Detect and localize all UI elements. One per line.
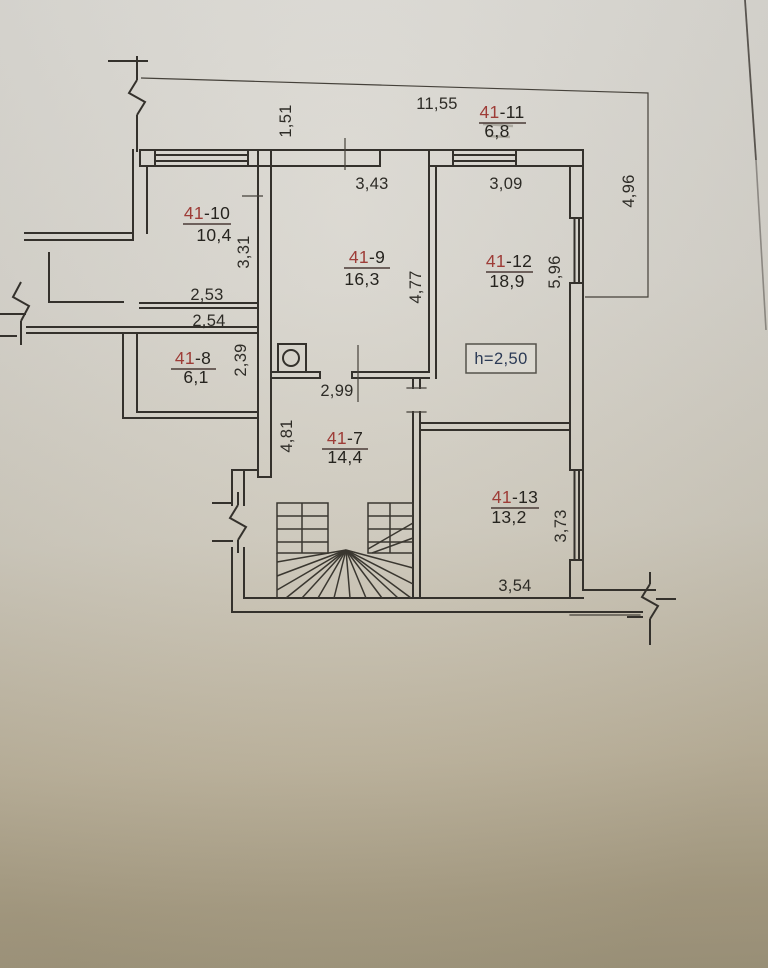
dim-r9-side: 4,77 — [407, 270, 425, 303]
height-note-box: h=2,50 — [465, 343, 537, 374]
stair-flight-right — [367, 502, 414, 554]
dim-r12-top: 3,09 — [489, 175, 522, 193]
dim-balcony-side: 4,96 — [620, 174, 638, 207]
stair-flight-left — [276, 502, 329, 554]
dimension-labels: 1,51 11,55 3,43 3,09 4,96 3,31 4,77 5,96… — [190, 95, 638, 595]
balcony-outline — [140, 77, 649, 298]
room-label-41-9: 41-9 — [349, 247, 385, 267]
room-label-41-10: 41-10 — [184, 203, 230, 223]
dim-r13-bottom: 3,54 — [498, 577, 531, 595]
room-area-41-10: 10,4 — [196, 225, 231, 245]
wall-break-icon — [0, 281, 31, 345]
dim-r13-side: 3,73 — [552, 509, 570, 542]
stairs — [276, 502, 414, 599]
room-area-41-7: 14,4 — [327, 447, 362, 467]
height-note: h=2,50 — [474, 350, 527, 368]
window-icon — [569, 217, 584, 284]
room-label-41-11: 41-11 — [480, 102, 525, 122]
paper-edge — [744, 0, 767, 331]
room-labels: 41-10 10,4 41-11 6,8 41-9 16,3 41-12 18,… — [171, 102, 539, 527]
stair-winders — [276, 549, 414, 599]
room-label-41-13: 41-13 — [492, 487, 538, 507]
interior-walls — [139, 149, 571, 599]
dim-duct-b: 2,54 — [192, 312, 225, 330]
dim-r9-bottom: 2,99 — [320, 382, 353, 400]
room-label-41-12: 41-12 — [486, 251, 532, 271]
wall-break-icon — [212, 492, 248, 553]
room-label-41-8: 41-8 — [175, 348, 211, 368]
pencil-smudge — [482, 122, 514, 139]
room-area-41-9: 16,3 — [344, 269, 379, 289]
window-icon — [569, 469, 584, 561]
room-label-41-7: 41-7 — [327, 428, 363, 448]
window-icon — [452, 149, 517, 167]
left-alcove-walls — [24, 232, 259, 334]
room-area-41-8: 6,1 — [183, 367, 208, 387]
dim-r9-top: 3,43 — [355, 175, 388, 193]
room-area-41-13: 13,2 — [491, 507, 526, 527]
window-icon — [154, 149, 249, 167]
room-area-41-11: 6,8 — [484, 121, 509, 141]
sink-fixture-icon — [277, 343, 307, 373]
wall-break-icon — [627, 572, 676, 645]
dim-r10-side: 3,31 — [235, 235, 253, 268]
dim-offset-left: 1,51 — [277, 104, 295, 137]
wall-break-icon — [108, 56, 148, 152]
room-area-41-12: 18,9 — [489, 271, 524, 291]
dimension-ticks — [242, 138, 359, 402]
dim-hall-side: 4,81 — [278, 419, 296, 452]
dim-duct-a: 2,53 — [190, 286, 223, 304]
dim-r12-side: 5,96 — [546, 255, 564, 288]
break-symbols — [0, 56, 676, 645]
dim-r8-side: 2,39 — [232, 343, 250, 376]
dim-top-width: 11,55 — [416, 95, 458, 113]
windows — [154, 149, 584, 561]
